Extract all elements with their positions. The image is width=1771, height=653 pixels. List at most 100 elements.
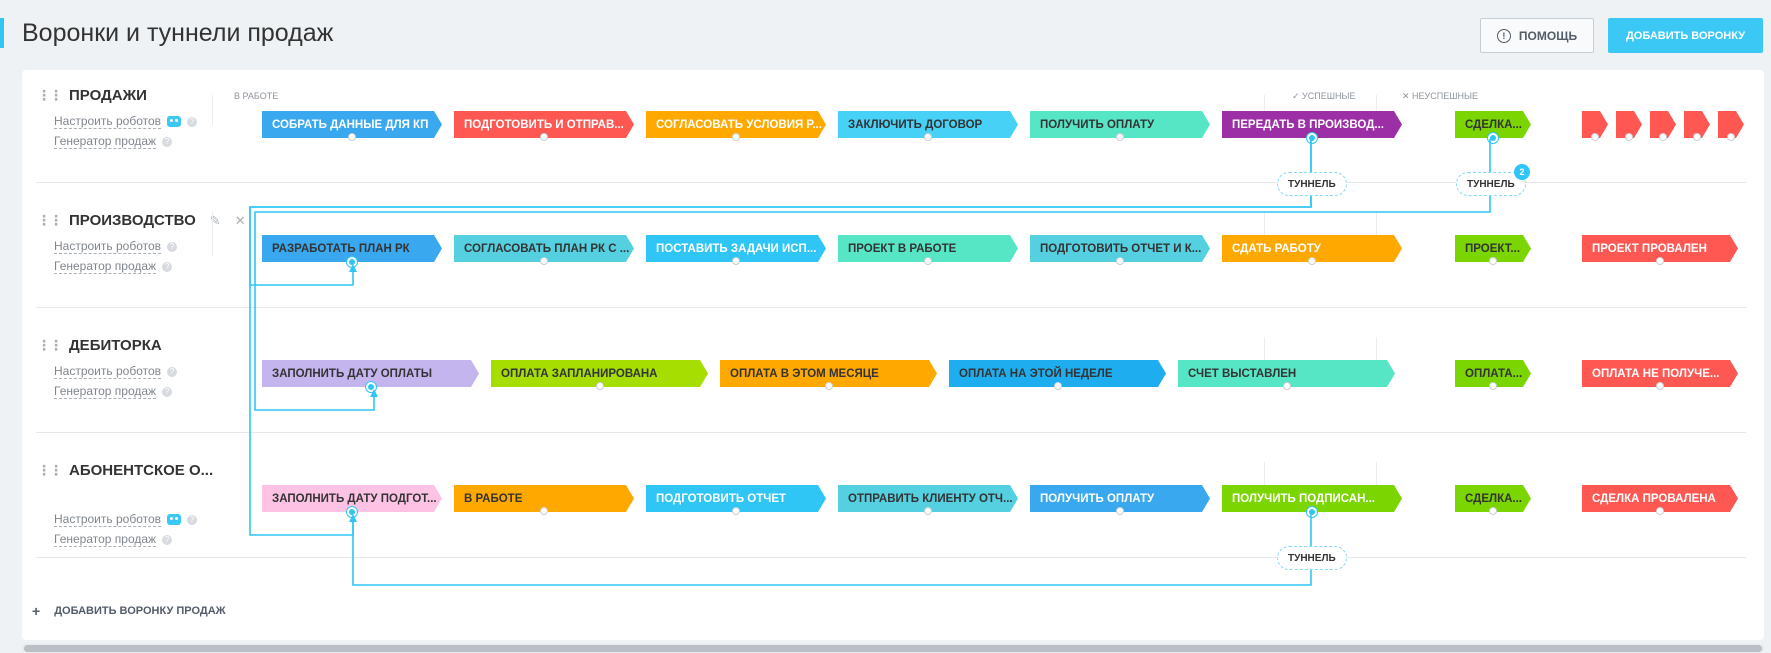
drag-handle-icon[interactable]: ⋮⋮ — [37, 337, 63, 353]
stage-dot[interactable] — [1625, 133, 1633, 141]
stage-dot[interactable] — [540, 133, 548, 141]
separator — [1264, 95, 1265, 125]
question-icon[interactable]: ? — [187, 116, 198, 127]
robots-link-label[interactable]: Настроить роботов — [54, 114, 162, 129]
add-sales-funnel-link[interactable]: + ДОБАВИТЬ ВОРОНКУ ПРОДАЖ — [32, 603, 226, 619]
funnels-panel: В РАБОТЕ ✓ УСПЕШНЫЕ ✕ НЕУСПЕШНЫЕ ⋮⋮ ПРОД… — [22, 70, 1764, 640]
stage-dot[interactable] — [1308, 257, 1316, 265]
generator-link[interactable]: Генератор продаж ? — [54, 134, 173, 149]
generator-link[interactable]: Генератор продаж ? — [54, 532, 173, 547]
tunnel-connector-dot[interactable] — [347, 507, 357, 517]
tunnel-connector-dot[interactable] — [365, 382, 376, 392]
stage-dot[interactable] — [595, 382, 604, 390]
stage-dot[interactable] — [1282, 382, 1291, 390]
stage-dot[interactable] — [1656, 382, 1664, 390]
stage-dot[interactable] — [924, 507, 932, 515]
stage-dot[interactable] — [1659, 133, 1667, 141]
robots-link[interactable]: Настроить роботов ? — [54, 114, 198, 129]
stage-dot[interactable] — [1116, 257, 1124, 265]
stage-dot[interactable] — [1727, 133, 1735, 141]
stage-dot[interactable] — [824, 382, 833, 390]
stage-dot[interactable] — [1116, 507, 1124, 515]
add-sales-funnel-label: ДОБАВИТЬ ВОРОНКУ ПРОДАЖ — [54, 605, 226, 617]
stage-dot[interactable] — [1489, 507, 1497, 515]
separator — [212, 212, 213, 256]
stage-dot[interactable] — [1656, 507, 1664, 515]
question-icon[interactable]: ? — [167, 366, 178, 377]
robots-link-label[interactable]: Настроить роботов — [54, 364, 162, 379]
left-accent — [0, 18, 4, 48]
funnel-name-production[interactable]: ⋮⋮ ПРОИЗВОДСТВО ✎ ✕ — [37, 212, 246, 229]
stage[interactable]: СОГЛАСОВАТЬ УСЛОВИЯ Р... — [646, 111, 826, 138]
question-icon[interactable]: ? — [162, 261, 173, 272]
generator-link[interactable]: Генератор продаж ? — [54, 259, 173, 274]
tunnel-connector-dot[interactable] — [1488, 133, 1498, 143]
funnel-title: ПРОДАЖИ — [69, 87, 147, 104]
help-button-label: ПОМОЩЬ — [1518, 28, 1578, 43]
robot-icon — [167, 116, 182, 127]
question-icon[interactable]: ? — [167, 241, 178, 252]
robots-link-label[interactable]: Настроить роботов — [54, 512, 162, 527]
generator-link-label[interactable]: Генератор продаж — [54, 532, 157, 547]
drag-handle-icon[interactable]: ⋮⋮ — [37, 87, 63, 103]
stage-dot[interactable] — [1693, 133, 1701, 141]
pencil-icon[interactable]: ✎ — [209, 212, 221, 228]
stage-dot[interactable] — [732, 507, 740, 515]
tunnel-connector-dot[interactable] — [1307, 507, 1317, 517]
tunnel-connector-dot[interactable] — [1307, 133, 1317, 143]
column-head-success: ✓ УСПЕШНЫЕ — [1292, 91, 1356, 101]
stage-dot[interactable] — [1656, 257, 1664, 265]
funnel-title: ДЕБИТОРКА — [69, 337, 162, 354]
question-icon[interactable]: ? — [162, 136, 173, 147]
tunnel-count-badge: 2 — [1514, 164, 1530, 180]
question-icon[interactable]: ? — [187, 514, 198, 525]
add-funnel-button[interactable]: ДОБАВИТЬ ВОРОНКУ — [1608, 18, 1763, 53]
drag-handle-icon[interactable]: ⋮⋮ — [37, 462, 63, 478]
horizontal-scrollbar[interactable] — [22, 644, 1764, 653]
stage-dot[interactable] — [924, 133, 932, 141]
row-divider — [36, 432, 1746, 433]
stage-dot[interactable] — [348, 133, 356, 141]
tunnel-connector-dot[interactable] — [347, 257, 357, 267]
stage-dot[interactable] — [1489, 257, 1497, 265]
robots-link-label[interactable]: Настроить роботов — [54, 239, 162, 254]
robots-link[interactable]: Настроить роботов ? — [54, 512, 198, 527]
column-head-in-work: В РАБОТЕ — [234, 91, 279, 101]
stage-dot[interactable] — [924, 257, 932, 265]
stage-dot[interactable] — [1591, 133, 1599, 141]
separator — [1376, 462, 1377, 506]
stage-dot[interactable] — [1116, 133, 1124, 141]
stage[interactable]: ПОДГОТОВИТЬ И ОТПРАВ... — [454, 111, 634, 138]
tunnel-badge[interactable]: ТУННЕЛЬ — [1456, 172, 1526, 196]
stage-dot[interactable] — [732, 133, 740, 141]
help-button[interactable]: ! ПОМОЩЬ — [1480, 18, 1594, 53]
drag-handle-icon[interactable]: ⋮⋮ — [37, 212, 63, 228]
page-title: Воронки и туннели продаж — [22, 19, 334, 47]
robots-link[interactable]: Настроить роботов ? — [54, 364, 178, 379]
scrollbar-thumb[interactable] — [24, 645, 1762, 652]
stage-dot[interactable] — [732, 257, 740, 265]
info-icon: ! — [1496, 28, 1511, 43]
tunnel-badge[interactable]: ТУННЕЛЬ — [1277, 546, 1347, 570]
generator-link-label[interactable]: Генератор продаж — [54, 384, 157, 399]
generator-link-label[interactable]: Генератор продаж — [54, 259, 157, 274]
funnel-name-subscription[interactable]: ⋮⋮ АБОНЕНТСКОЕ О... — [37, 462, 213, 479]
question-icon[interactable]: ? — [162, 534, 173, 545]
row-divider — [36, 557, 1746, 558]
stage-dot[interactable] — [540, 257, 548, 265]
plus-icon: + — [32, 603, 41, 619]
generator-link-label[interactable]: Генератор продаж — [54, 134, 157, 149]
separator — [212, 95, 213, 125]
close-icon[interactable]: ✕ — [234, 212, 246, 228]
robots-link[interactable]: Настроить роботов ? — [54, 239, 178, 254]
generator-link[interactable]: Генератор продаж ? — [54, 384, 173, 399]
row-divider — [36, 307, 1746, 308]
question-icon[interactable]: ? — [162, 386, 173, 397]
tunnel-badge[interactable]: ТУННЕЛЬ — [1277, 172, 1347, 196]
stage-dot[interactable] — [1489, 382, 1497, 390]
funnel-name-receivables[interactable]: ⋮⋮ ДЕБИТОРКА — [37, 337, 162, 354]
stage-dot[interactable] — [1053, 382, 1062, 390]
funnel-name-sales[interactable]: ⋮⋮ ПРОДАЖИ — [37, 87, 147, 104]
stage-dot[interactable] — [540, 507, 548, 515]
separator — [1376, 95, 1377, 125]
